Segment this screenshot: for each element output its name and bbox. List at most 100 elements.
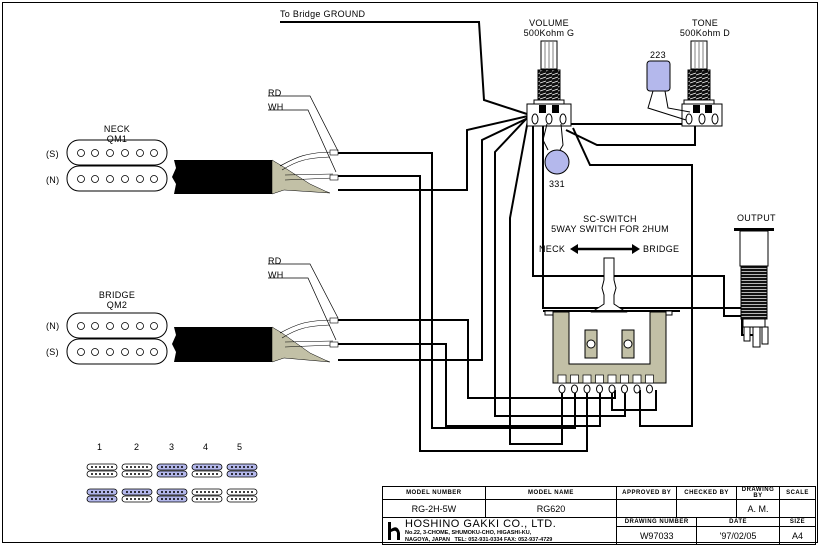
position-pole	[231, 491, 233, 493]
position-coil	[226, 463, 258, 471]
output-label: OUTPUT	[737, 213, 776, 223]
position-pole	[91, 473, 93, 475]
position-pole	[216, 466, 218, 468]
drawing-by-value: A. M.	[736, 499, 780, 518]
position-pole	[239, 473, 241, 475]
position-pole	[134, 498, 136, 500]
position-coil	[191, 463, 223, 471]
position-pole	[99, 498, 101, 500]
position-coil	[156, 463, 188, 471]
position-pole	[216, 491, 218, 493]
switch-lug-hole	[608, 384, 616, 394]
position-pole	[134, 466, 136, 468]
bridge-coil-bottom-label: (S)	[46, 347, 59, 357]
position-pole	[239, 466, 241, 468]
position-pole	[216, 473, 218, 475]
position-coil	[191, 470, 223, 478]
position-pole	[138, 473, 140, 475]
model-number-value: RG-2H-5W	[382, 499, 486, 518]
position-pole	[95, 473, 97, 475]
position-pole	[177, 466, 179, 468]
switch-lug	[570, 374, 579, 384]
pickup-position-chart	[86, 463, 258, 503]
position-pole	[130, 466, 132, 468]
drawing-by-header: DRAWING BY	[736, 486, 780, 500]
position-pole	[196, 466, 198, 468]
position-pole	[134, 473, 136, 475]
position-pole	[181, 491, 183, 493]
position-coil	[121, 495, 153, 503]
neck-pickup-model: QM1	[106, 134, 128, 144]
position-coil	[226, 470, 258, 478]
position-pole	[165, 491, 167, 493]
approved-by-value	[616, 499, 678, 518]
bridge-pickup	[66, 263, 339, 365]
position-pole	[99, 473, 101, 475]
position-coil	[191, 488, 223, 496]
company-block: HOSHINO GAKKI CO., LTD. No.22, 3-CHOME, …	[381, 517, 618, 545]
position-pole	[103, 466, 105, 468]
position-pole	[161, 491, 163, 493]
position-coil	[226, 488, 258, 496]
position-pole	[212, 466, 214, 468]
tone-pot	[681, 40, 723, 127]
switch-lug-hole	[558, 384, 566, 394]
neck-pickup-name: NECK	[103, 124, 131, 134]
switch-lug	[595, 374, 604, 384]
position-1-label: 1	[97, 442, 103, 452]
position-pole	[204, 491, 206, 493]
switch-lug-hole	[583, 384, 591, 394]
position-pole	[138, 498, 140, 500]
position-pole	[146, 491, 148, 493]
position-coil	[226, 495, 258, 503]
company-logo-icon	[388, 522, 400, 540]
position-pole	[200, 466, 202, 468]
volume-label: VOLUME	[529, 18, 569, 28]
volume-pot	[526, 40, 572, 127]
position-pole	[243, 473, 245, 475]
position-pole	[138, 491, 140, 493]
position-3-label: 3	[169, 442, 175, 452]
position-pole	[200, 498, 202, 500]
position-pole	[169, 498, 171, 500]
position-pole	[111, 491, 113, 493]
position-coil	[191, 495, 223, 503]
date-value: '97/02/05	[696, 526, 780, 545]
neck-pickup	[66, 95, 339, 195]
company-address-line1: No.22, 3-CHOME, SHUMOKU-CHO, HIGASHI-KU,	[405, 530, 532, 536]
position-pole	[200, 491, 202, 493]
position-pole	[95, 498, 97, 500]
position-pole	[126, 466, 128, 468]
position-pole	[208, 466, 210, 468]
position-pole	[208, 498, 210, 500]
position-pole	[212, 498, 214, 500]
position-pole	[196, 491, 198, 493]
position-pole	[99, 491, 101, 493]
position-pole	[181, 466, 183, 468]
neck-wire-white-label: WH	[268, 102, 284, 112]
position-pole	[251, 466, 253, 468]
checked-by-header: CHECKED BY	[676, 486, 738, 500]
position-pole	[169, 473, 171, 475]
position-pole	[161, 466, 163, 468]
position-pole	[235, 491, 237, 493]
position-coil	[86, 470, 118, 478]
position-pole	[177, 473, 179, 475]
switch-lug-hole	[621, 384, 628, 394]
position-pole	[235, 466, 237, 468]
position-pole	[216, 498, 218, 500]
title-block: MODEL NUMBER MODEL NAME APPROVED BY CHEC…	[381, 486, 816, 545]
size-value: A4	[779, 526, 816, 545]
position-pole	[231, 498, 233, 500]
position-coil	[121, 470, 153, 478]
position-pole	[251, 473, 253, 475]
position-pole	[91, 491, 93, 493]
position-pole	[165, 498, 167, 500]
volume-spec-label: 500Kohm G	[523, 28, 575, 38]
position-pole	[169, 466, 171, 468]
tone-cap-label: 223	[650, 50, 666, 60]
position-pole	[239, 491, 241, 493]
position-pole	[208, 491, 210, 493]
position-pole	[251, 498, 253, 500]
position-pole	[204, 473, 206, 475]
